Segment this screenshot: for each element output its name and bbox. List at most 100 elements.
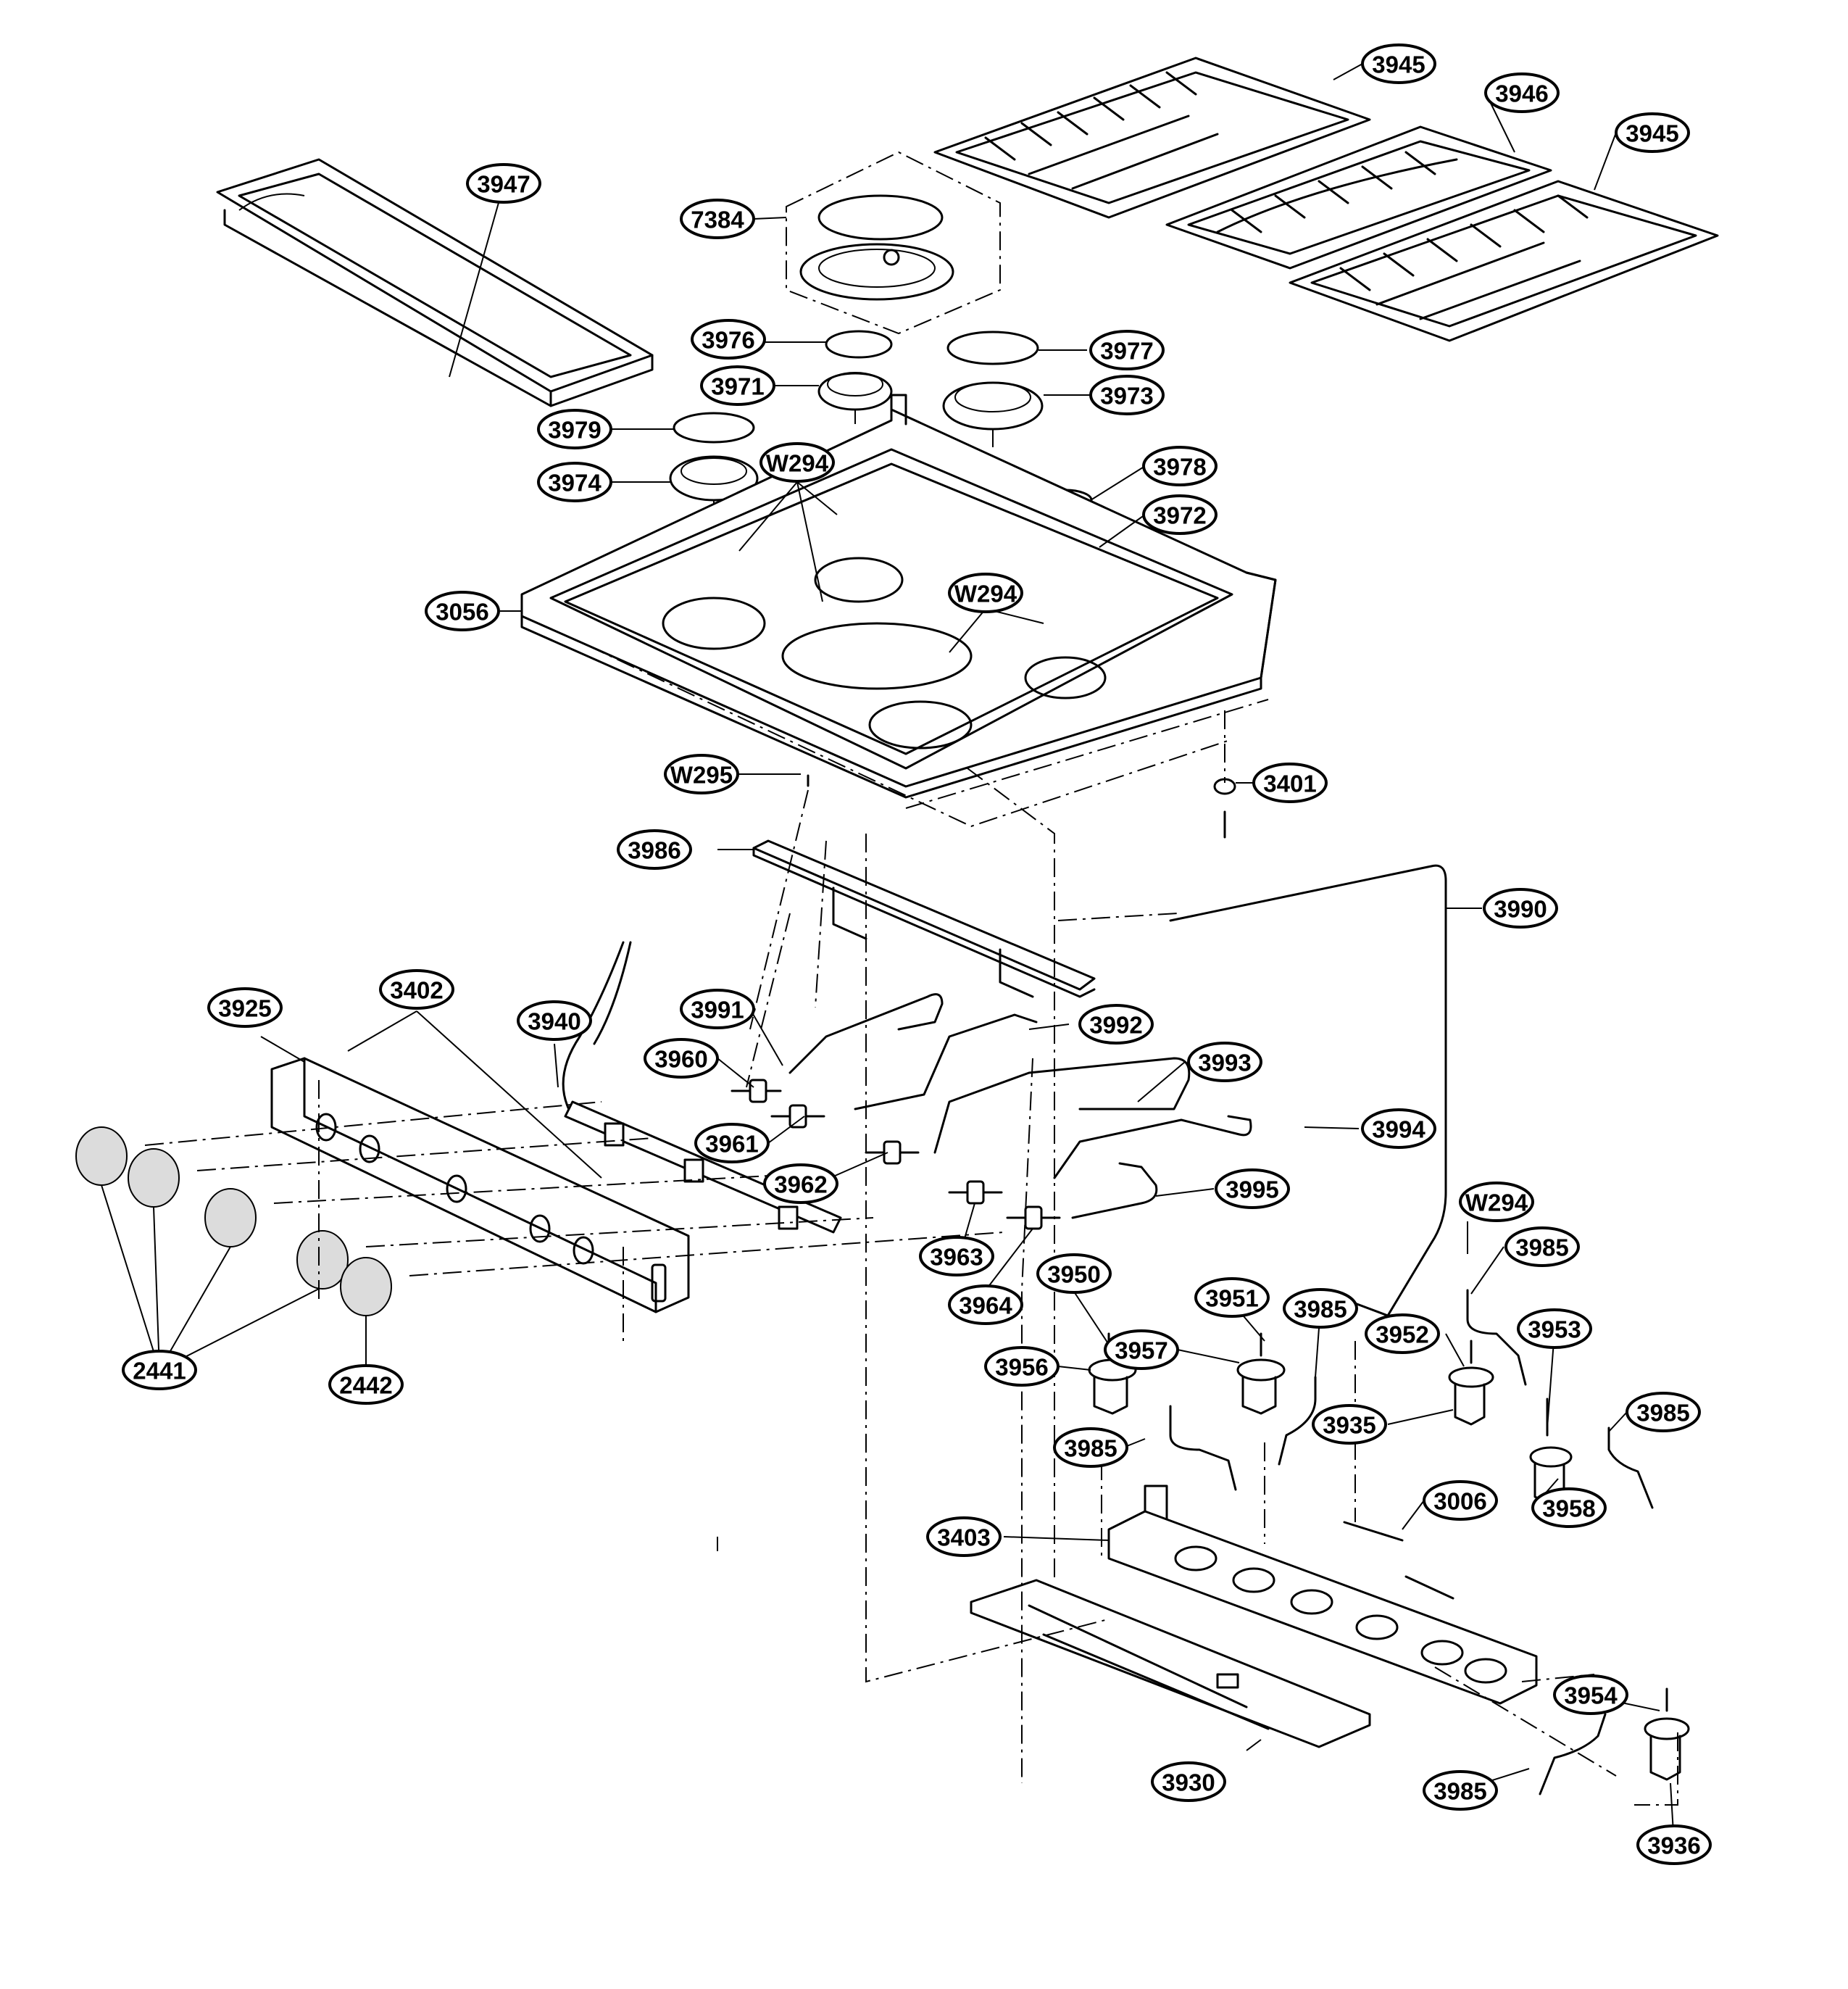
knob-2442 (340, 1257, 392, 1316)
callout-layer: 3945 3946 3945 3947 7384 3976 3977 3971 3973 3979… (122, 43, 1712, 1865)
callout-label: W295 (670, 762, 733, 789)
igniter-harness-3940 (562, 941, 842, 1234)
callout-3956: 3956 (984, 1346, 1060, 1387)
callout-bubble (537, 409, 612, 449)
tube-3991 (788, 993, 944, 1074)
callout-3056: 3056 (425, 591, 500, 631)
callout-label: 3401 (1263, 771, 1316, 797)
callout-label: 3945 (1626, 120, 1678, 147)
callout-bubble (122, 1350, 197, 1390)
callout-label: 3979 (548, 417, 601, 444)
burner-cap-3976 (825, 330, 893, 359)
callout-bubble (1423, 1480, 1498, 1521)
callout-3985: 3985 (1626, 1392, 1701, 1432)
callout-bubble (644, 1038, 719, 1079)
callout-label: 3976 (702, 327, 754, 354)
callout-bubble (1142, 446, 1218, 486)
callout-label: 3971 (711, 373, 764, 400)
callout-bubble (984, 1346, 1060, 1387)
callout-bubble (1626, 1392, 1701, 1432)
callout-bubble (328, 1364, 404, 1405)
callout-label: 3985 (1064, 1435, 1117, 1462)
callout-bubble (926, 1516, 1002, 1557)
knobs-2441 (75, 1126, 349, 1290)
callout-label: 3985 (1294, 1296, 1347, 1323)
electrodes-3985 (1169, 1289, 1654, 1795)
valve-3964 (1006, 1205, 1061, 1230)
callout-3977: 3977 (1089, 330, 1165, 370)
callout-bubble (919, 1236, 994, 1276)
callout-label: 3973 (1100, 383, 1153, 410)
callout-bubble (1252, 763, 1328, 803)
burner-base-3936 (1644, 1687, 1690, 1781)
callout-3945: 3945 (1361, 43, 1436, 84)
callout-bubble (617, 829, 692, 870)
callout-label: 3956 (995, 1354, 1048, 1381)
callout-bubble (1142, 494, 1218, 535)
burner-head-3971 (817, 372, 893, 424)
callout-label: 3992 (1089, 1012, 1142, 1039)
strips-3006 (1343, 1521, 1454, 1600)
callout-label: 3978 (1153, 454, 1206, 481)
callout-3952: 3952 (1365, 1313, 1440, 1354)
callout-label: 3985 (1636, 1400, 1689, 1427)
callout-bubble (691, 319, 766, 360)
callout-3403: 3403 (926, 1516, 1002, 1557)
callout-label: 3985 (1433, 1778, 1486, 1805)
callout-label: 3962 (774, 1171, 827, 1198)
oval-burner-7384 (786, 151, 1001, 335)
callout-bubble (1361, 43, 1436, 84)
callout-w295: W295 (664, 754, 739, 794)
callout-3401: 3401 (1252, 763, 1328, 803)
callout-bubble (1459, 1182, 1534, 1222)
tube-3992 (854, 1013, 1038, 1110)
callout-3986: 3986 (617, 829, 692, 870)
callout-label: 3947 (477, 171, 530, 198)
burner-base-3935 (1448, 1340, 1494, 1426)
griddle-3947 (216, 158, 654, 407)
callout-3925: 3925 (207, 987, 283, 1028)
callout-3940: 3940 (517, 1000, 592, 1041)
callout-3990: 3990 (1483, 888, 1558, 929)
callout-label: 3940 (528, 1008, 580, 1035)
callout-label: 3994 (1372, 1116, 1425, 1143)
leader-lines (101, 63, 1675, 1845)
callout-bubble (1215, 1168, 1290, 1209)
callout-3953: 3953 (1517, 1308, 1592, 1349)
callout-label: 3006 (1433, 1488, 1486, 1515)
callout-3985: 3985 (1283, 1288, 1358, 1329)
callout-bubble (517, 1000, 592, 1041)
callout-3958: 3958 (1531, 1487, 1607, 1528)
callout-label: 3945 (1372, 51, 1425, 78)
callout-7384: 7384 (680, 199, 755, 239)
callout-label: 3403 (937, 1524, 990, 1551)
callout-label: 2441 (133, 1358, 186, 1384)
callout-bubble (1504, 1226, 1580, 1267)
callout-bubble (1636, 1824, 1712, 1865)
callout-label: 3963 (930, 1244, 983, 1271)
callout-3973: 3973 (1089, 375, 1165, 415)
callout-label: 3977 (1100, 338, 1153, 365)
burner-head-3973 (942, 381, 1044, 447)
callout-bubble (1615, 112, 1690, 153)
burner-cap-3977 (946, 331, 1039, 365)
callout-bubble (680, 199, 755, 239)
callout-label: 3961 (705, 1131, 758, 1158)
callout-bubble (1104, 1329, 1179, 1370)
callout-bubble (700, 365, 775, 406)
callout-label: 3936 (1647, 1832, 1700, 1859)
grate-right-3945 (1289, 180, 1719, 342)
burner-box-3403 (1107, 1485, 1538, 1705)
callout-label: 3946 (1495, 80, 1548, 107)
callout-3985: 3985 (1504, 1226, 1580, 1267)
callout-3964: 3964 (948, 1284, 1023, 1325)
callout-w294: W294 (948, 573, 1023, 613)
burner-cap-3979 (673, 412, 755, 444)
callout-bubble (1484, 72, 1560, 113)
callout-bubble (1423, 1770, 1498, 1811)
callout-3951: 3951 (1194, 1277, 1270, 1318)
callout-label: 3986 (628, 837, 680, 864)
callout-w294: W294 (1459, 1182, 1534, 1222)
callout-bubble (1078, 1004, 1154, 1045)
callout-bubble (948, 1284, 1023, 1325)
